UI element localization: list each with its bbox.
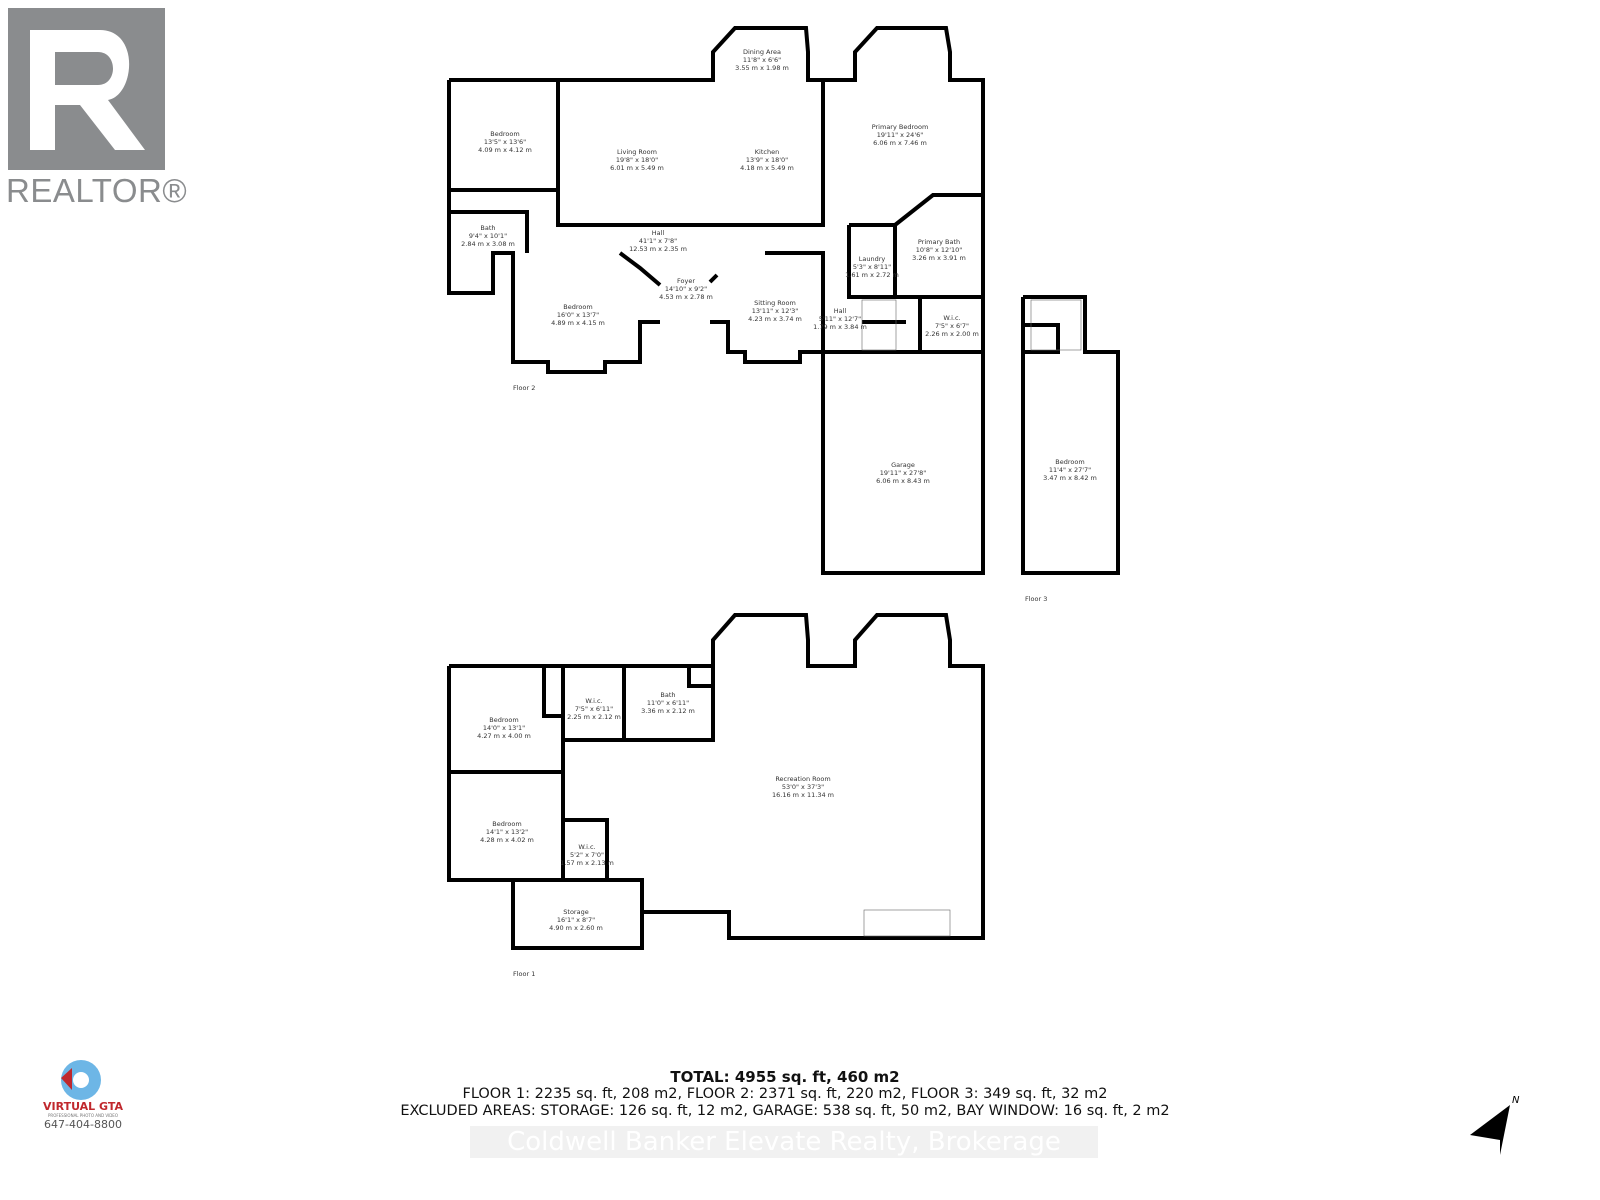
virtual-gta-camera-icon — [61, 1060, 101, 1100]
floor-1-walls — [447, 613, 985, 950]
room-label: W.i.c.7'5" x 6'11"2.25 m x 2.12 m — [567, 697, 621, 721]
north-arrow-icon — [1470, 1105, 1510, 1155]
virtual-gta-name: VIRTUAL GTA — [42, 1100, 124, 1113]
stairs — [861, 299, 1082, 937]
floor-label: Floor 3 — [1025, 595, 1048, 603]
area-summary: TOTAL: 4955 sq. ft, 460 m2 FLOOR 1: 2235… — [360, 1068, 1210, 1120]
room-label: W.i.c.5'2" x 7'0"1.57 m x 2.13 m — [560, 843, 614, 867]
floor-areas: FLOOR 1: 2235 sq. ft, 208 m2, FLOOR 2: 2… — [462, 1086, 1108, 1102]
floor-label: Floor 1 — [513, 970, 536, 978]
floor-3-walls — [1021, 295, 1120, 575]
virtual-gta-phone: 647-404-8800 — [44, 1118, 122, 1131]
excluded-areas: EXCLUDED AREAS: STORAGE: 126 sq. ft, 12 … — [400, 1103, 1170, 1119]
compass-label: N — [1512, 1095, 1520, 1106]
brokerage-watermark: Coldwell Banker Elevate Realty, Brokerag… — [470, 1126, 1098, 1158]
room-label: W.i.c.7'5" x 6'7"2.26 m x 2.00 m — [925, 314, 979, 338]
realtor-wordmark: REALTOR® — [6, 172, 188, 209]
virtual-gta-tagline: PROFESSIONAL PHOTO AND VIDEO — [48, 1113, 118, 1118]
virtual-gta-logo: VIRTUAL GTA PROFESSIONAL PHOTO AND VIDEO… — [38, 1058, 128, 1131]
total-area: TOTAL: 4955 sq. ft, 460 m2 — [670, 1068, 900, 1086]
floor-2-walls — [447, 26, 985, 575]
floor-label: Floor 2 — [513, 384, 536, 392]
realtor-logo — [8, 8, 165, 170]
